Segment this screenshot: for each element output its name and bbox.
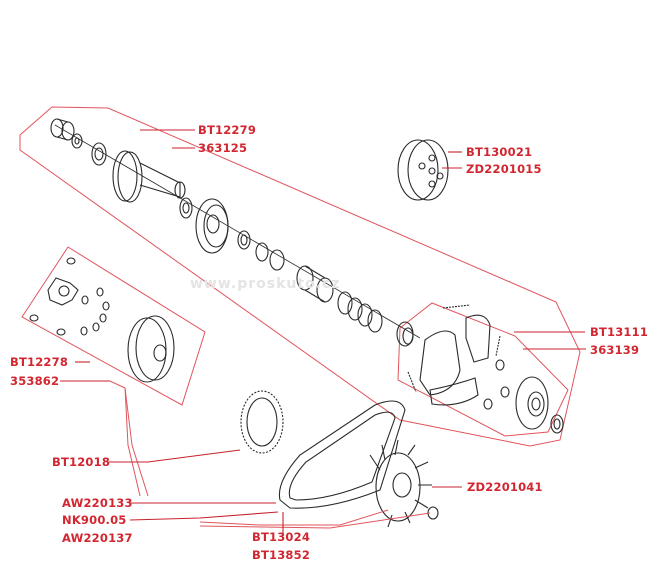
part-label-bt12278: BT12278 [10, 355, 69, 369]
part-label-aw220133: AW220133 [62, 496, 133, 510]
part-label-bt12018: BT12018 [52, 455, 111, 469]
movable-half-pulley [195, 198, 229, 254]
part-label-363139: 363139 [590, 343, 640, 357]
shaft-axis-line [54, 124, 421, 339]
part-label-bt13024: BT13024 [252, 530, 311, 544]
clutch-assembly [407, 304, 564, 434]
watermark: www.proskuto.cz [190, 276, 341, 292]
part-label-nk900-05: NK900.05 [62, 513, 127, 527]
group-outlines [19, 106, 581, 447]
part-label-zd2201015: ZD2201015 [466, 162, 542, 176]
part-label-bt13852: BT13852 [252, 548, 311, 562]
fixed-half-pulley [112, 150, 186, 203]
bushing [50, 118, 75, 141]
cooling-fan [369, 439, 439, 528]
part-label-bt130021: BT130021 [466, 145, 533, 159]
variator-parts [29, 257, 175, 383]
guide-sleeve [296, 265, 334, 303]
part-label-363125: 363125 [198, 141, 248, 155]
outline-variator-group [21, 246, 206, 406]
outline-driven-pulley-group [19, 106, 581, 447]
leader-lines [60, 129, 586, 535]
spring [337, 291, 383, 333]
seals [237, 230, 285, 271]
part-label-bt13111: BT13111 [590, 325, 648, 339]
spring-seat [396, 321, 414, 347]
bearing-1 [91, 142, 107, 166]
part-label-353862: 353862 [10, 374, 60, 388]
clutch-bell [397, 139, 449, 201]
drive-belt [278, 400, 406, 509]
part-label-aw220137: AW220137 [62, 531, 133, 545]
washer [71, 133, 83, 149]
starter-gear [240, 390, 284, 454]
drive-pulley-parts [50, 118, 414, 347]
bearing-2 [179, 197, 193, 219]
outline-clutch-group [397, 302, 569, 437]
part-label-bt12279: BT12279 [198, 123, 257, 137]
part-label-zd2201041: ZD2201041 [467, 480, 543, 494]
